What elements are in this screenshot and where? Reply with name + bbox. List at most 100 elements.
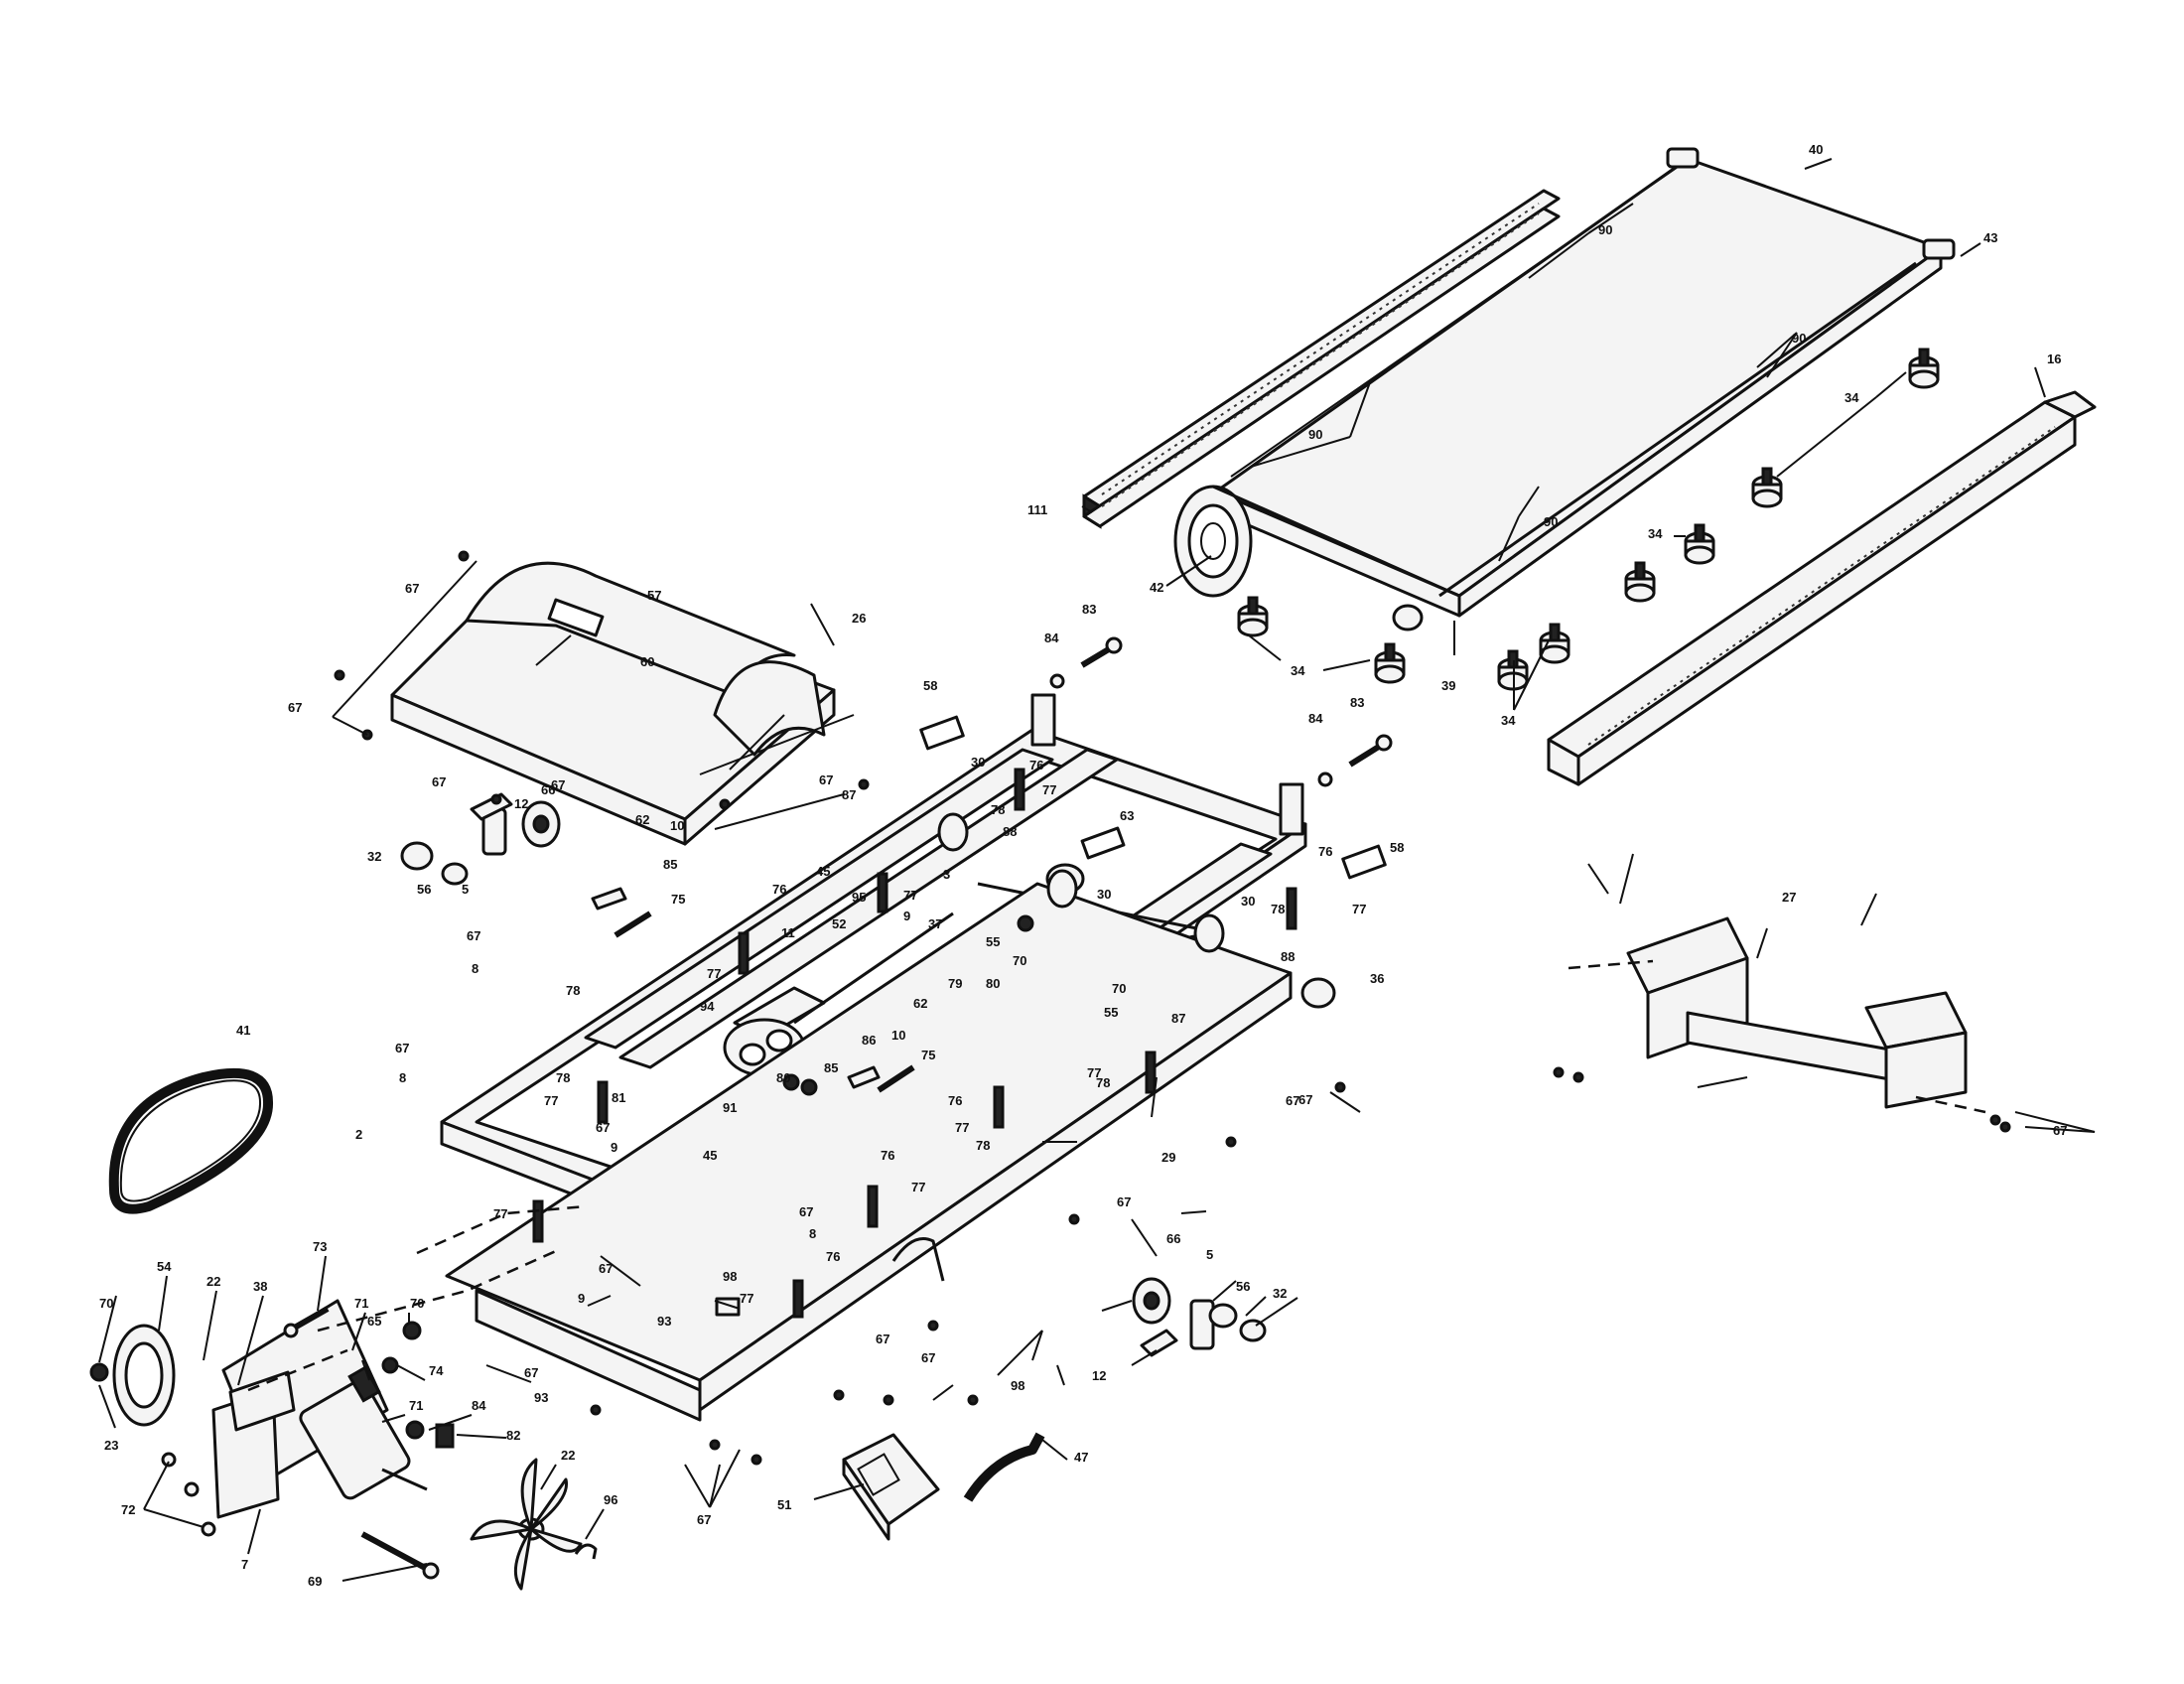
callout-10: 10: [891, 1028, 905, 1043]
callout-67: 67: [876, 1332, 889, 1346]
callout-77: 77: [544, 1093, 558, 1108]
hardware-fasteners: [161, 550, 2011, 1580]
callout-80: 80: [986, 976, 1000, 991]
callout-57: 57: [647, 588, 661, 603]
callout-81: 81: [612, 1090, 625, 1105]
callout-45: 45: [816, 864, 830, 879]
callout-52: 52: [832, 916, 846, 931]
callout-79: 79: [948, 976, 962, 991]
callout-67: 67: [819, 772, 833, 787]
callout-77: 77: [1352, 902, 1366, 916]
motor-bracket-plate-7: [211, 1370, 296, 1519]
callout-69: 69: [308, 1574, 322, 1589]
callout-7: 7: [241, 1557, 248, 1572]
callout-66: 66: [1166, 1231, 1180, 1246]
callout-73: 73: [313, 1239, 327, 1254]
callout-3: 3: [943, 867, 950, 882]
callout-83: 83: [1350, 695, 1364, 710]
rubber-feet-34: [1237, 348, 1940, 691]
callout-96: 96: [604, 1492, 617, 1507]
callout-8: 8: [472, 961, 478, 976]
callout-76: 76: [772, 882, 786, 897]
callout-91: 91: [723, 1100, 737, 1115]
side-rail-right-16: [1547, 390, 2097, 786]
callout-75: 75: [671, 892, 685, 907]
callout-94: 94: [700, 999, 715, 1014]
callout-78: 78: [1271, 902, 1285, 916]
drive-belt-41: [108, 1067, 274, 1214]
callout-10: 10: [670, 818, 684, 833]
callout-67: 67: [799, 1204, 813, 1219]
callout-74: 74: [429, 1363, 444, 1378]
wire-harness-47: [963, 1432, 1045, 1502]
callout-43: 43: [1983, 230, 1997, 245]
callout-71: 71: [354, 1296, 368, 1311]
callout-56: 56: [1236, 1279, 1250, 1294]
callout-76: 76: [1029, 758, 1043, 772]
callout-67: 67: [596, 1120, 610, 1135]
callout-84: 84: [1044, 631, 1059, 645]
callout-22: 22: [206, 1274, 220, 1289]
callout-34: 34: [1501, 713, 1516, 728]
callout-30: 30: [971, 755, 985, 770]
callout-87: 87: [842, 787, 856, 802]
callout-77: 77: [707, 966, 721, 981]
cooling-fan-22: [470, 1458, 583, 1591]
callout-82: 82: [506, 1428, 520, 1443]
bottom-pan-29: [445, 882, 1293, 1422]
callout-77: 77: [911, 1180, 925, 1194]
callout-77: 77: [955, 1120, 969, 1135]
callout-62: 62: [913, 996, 927, 1011]
callout-67: 67: [288, 700, 302, 715]
callout-9: 9: [578, 1291, 585, 1306]
callout-85: 85: [824, 1060, 838, 1075]
callout-85: 85: [663, 857, 677, 872]
callout-67: 67: [551, 777, 565, 792]
callout-39: 39: [1441, 678, 1455, 693]
callout-22: 22: [561, 1448, 575, 1463]
callout-70: 70: [99, 1296, 113, 1311]
callout-83: 83: [1082, 602, 1096, 617]
callout-labels: 40 43 16 90 90 90 90 34 34 34 34 111 42 …: [99, 142, 2067, 1589]
callout-60: 60: [640, 654, 654, 669]
callout-76: 76: [1318, 844, 1332, 859]
callout-30: 30: [1097, 887, 1111, 902]
callout-75: 75: [921, 1048, 935, 1062]
walking-belt-deck-40: [1173, 147, 1956, 632]
callout-78: 78: [991, 802, 1005, 817]
callout-16: 16: [2047, 351, 2061, 366]
leader-lines: [98, 158, 2096, 1582]
side-rail-left-111: [1082, 189, 1561, 529]
callout-32: 32: [367, 849, 381, 864]
callout-11: 11: [781, 925, 795, 940]
callout-67: 67: [1286, 1093, 1299, 1108]
callout-26: 26: [852, 611, 866, 626]
callout-55: 55: [986, 934, 1000, 949]
callout-70: 70: [410, 1296, 424, 1311]
callout-67: 67: [2053, 1123, 2067, 1138]
callout-55: 55: [1104, 1005, 1118, 1020]
callout-70: 70: [1013, 953, 1026, 968]
callout-93: 93: [657, 1314, 671, 1329]
callout-58: 58: [923, 678, 937, 693]
callout-87: 87: [1171, 1011, 1185, 1026]
rear-stabilizer-27: [1626, 916, 1968, 1109]
callout-23: 23: [104, 1438, 118, 1453]
alignment-lines: [247, 959, 1986, 1392]
callout-5: 5: [1206, 1247, 1213, 1262]
callout-88: 88: [1003, 824, 1017, 839]
callout-66: 66: [541, 782, 555, 797]
callout-88: 88: [1281, 949, 1295, 964]
callout-40: 40: [1809, 142, 1823, 157]
callout-98: 98: [1011, 1378, 1024, 1393]
callout-67: 67: [1117, 1194, 1131, 1209]
callout-29: 29: [1161, 1150, 1175, 1165]
callout-67: 67: [467, 928, 480, 943]
callout-36: 36: [1370, 971, 1384, 986]
callout-30: 30: [1241, 894, 1255, 909]
callout-62: 62: [635, 812, 649, 827]
callout-90: 90: [1308, 427, 1322, 442]
callout-78: 78: [566, 983, 580, 998]
callout-77: 77: [493, 1206, 507, 1221]
